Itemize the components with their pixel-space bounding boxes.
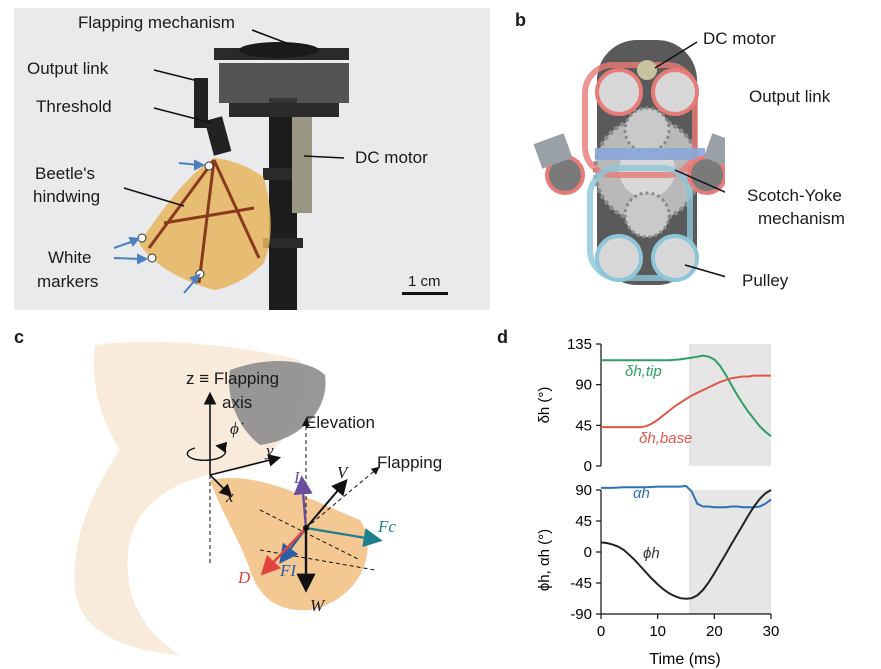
panel-b-letter: b bbox=[515, 10, 526, 30]
top-ylabel: δh (°) bbox=[536, 387, 553, 424]
scale-bar bbox=[402, 292, 448, 295]
label-elevation: Elevation bbox=[305, 413, 375, 432]
panel-d-letter: d bbox=[497, 327, 508, 347]
label-x-axis: x bbox=[226, 487, 234, 506]
white-marker-2 bbox=[137, 233, 147, 243]
shaded-region-top bbox=[688, 344, 771, 466]
bottom-y-tick-label: 0 bbox=[584, 544, 592, 561]
shaded-region-bottom bbox=[688, 490, 771, 614]
label-scotch-yoke-2: mechanism bbox=[758, 209, 845, 228]
x-tick-label: 10 bbox=[649, 623, 666, 640]
x-tick-label: 20 bbox=[706, 623, 723, 640]
series-label-alpha: αh bbox=[633, 485, 650, 502]
label-white-markers-2: markers bbox=[37, 272, 99, 291]
flapping-apparatus-photo bbox=[113, 29, 448, 310]
series-line-αh bbox=[601, 484, 772, 509]
label-z-axis-1: z ≡ Flapping bbox=[186, 369, 280, 388]
label-flapping: Flapping bbox=[377, 453, 443, 472]
x-tick-label: 0 bbox=[597, 623, 605, 640]
bottom-y-tick-label: 90 bbox=[575, 482, 592, 499]
bottom-y-tick-label: 45 bbox=[575, 513, 592, 530]
label-beetle-hindwing-1: Beetle's bbox=[35, 164, 95, 183]
label-drag-D: D bbox=[238, 568, 251, 587]
label-dc-motor-a: DC motor bbox=[355, 148, 428, 167]
bottom-y-tick-label: -45 bbox=[570, 575, 592, 592]
x-tick-label: 30 bbox=[763, 623, 780, 640]
label-lift-L: L bbox=[294, 468, 304, 487]
label-y-axis: y bbox=[266, 441, 274, 460]
white-marker-3 bbox=[147, 253, 157, 263]
series-line-δh,base bbox=[601, 374, 771, 429]
top-y-tick-label: 0 bbox=[584, 458, 592, 475]
bottom-ylabel: ϕh, αh (°) bbox=[536, 529, 553, 591]
top-y-tick-label: 135 bbox=[567, 336, 592, 353]
series-line-δh,tip bbox=[601, 354, 772, 437]
panel-c-letter: c bbox=[14, 327, 25, 347]
bottom-chart-axes: 90 45 0 -45 -90 0 10 20 30 bbox=[570, 482, 779, 640]
label-beetle-hindwing-2: hindwing bbox=[33, 187, 101, 206]
label-white-markers-1: White bbox=[48, 248, 92, 267]
label-output-link-b: Output link bbox=[749, 87, 831, 106]
series-line-ϕh bbox=[600, 489, 772, 600]
series-label-phi: ϕh bbox=[643, 545, 660, 562]
white-marker-1 bbox=[204, 161, 214, 171]
series-label-tip: δh,tip bbox=[625, 363, 662, 380]
x-axis-label: Time (ms) bbox=[649, 651, 720, 668]
series-label-base: δh,base bbox=[639, 430, 692, 447]
label-flapping-mechanism: Flapping mechanism bbox=[78, 13, 235, 32]
label-threshold: Threshold bbox=[36, 97, 112, 116]
panel-a-photo bbox=[14, 8, 490, 310]
label-phi-dot: ϕ̇ bbox=[230, 419, 239, 438]
label-scotch-yoke-1: Scotch-Yoke bbox=[747, 186, 842, 205]
label-output-link-a: Output link bbox=[27, 59, 109, 78]
bottom-chart-lines bbox=[600, 484, 772, 600]
cad-mechanism-drawing bbox=[533, 40, 725, 285]
label-force-Fc: Fc bbox=[378, 517, 396, 536]
label-force-FI: FI bbox=[280, 561, 297, 580]
top-y-tick-label: 45 bbox=[575, 417, 592, 434]
label-dc-motor-b: DC motor bbox=[703, 29, 776, 48]
label-scale-bar: 1 cm bbox=[408, 273, 441, 290]
panel-d-charts: 135 90 45 0 90 45 0 -45 -90 0 10 20 30 δh (°) ϕh, α… bbox=[536, 336, 779, 668]
label-z-axis-2: axis bbox=[222, 393, 253, 412]
label-weight-W: W bbox=[310, 596, 325, 615]
force-diagram bbox=[74, 341, 383, 655]
top-chart-lines bbox=[601, 354, 772, 437]
top-chart-axes: 135 90 45 0 bbox=[567, 336, 602, 475]
label-pulley: Pulley bbox=[742, 271, 789, 290]
top-y-tick-label: 90 bbox=[575, 377, 592, 394]
bottom-y-tick-label: -90 bbox=[570, 606, 592, 623]
label-velocity-V: V bbox=[337, 463, 348, 482]
